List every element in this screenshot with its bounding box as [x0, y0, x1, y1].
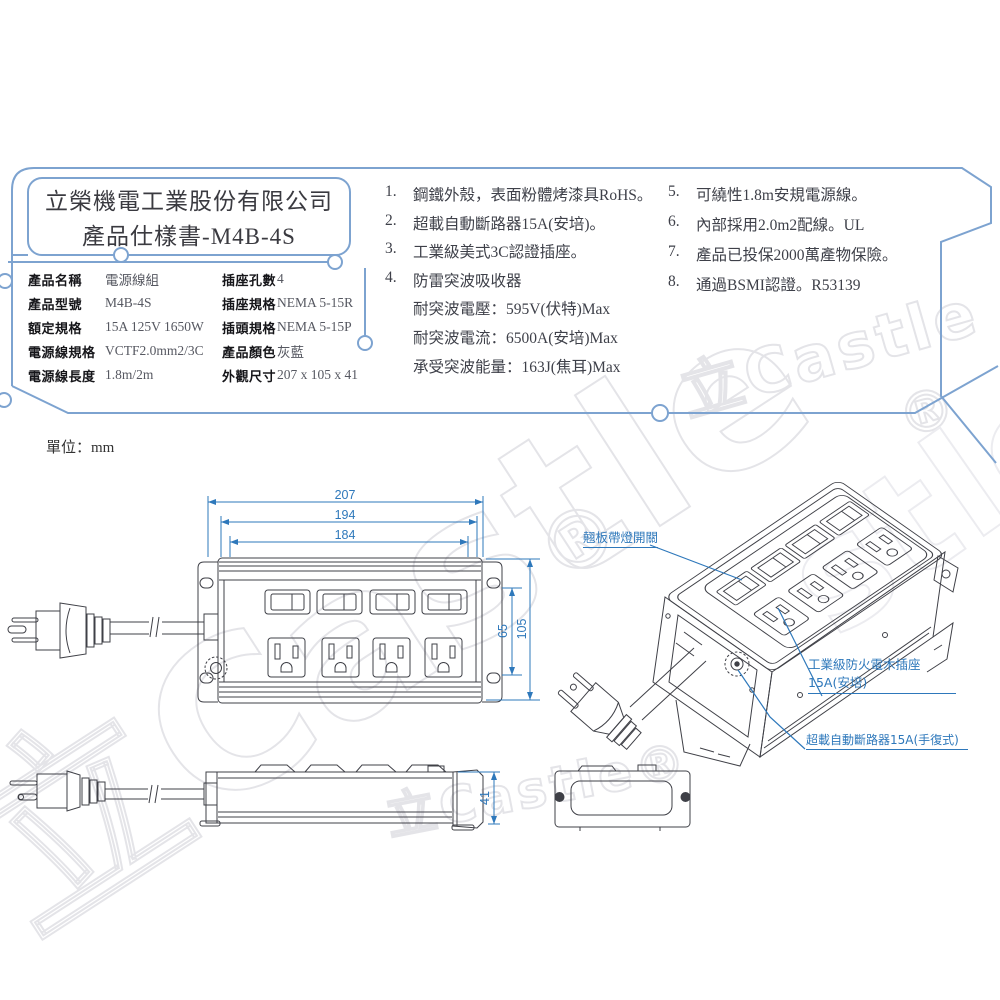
- side-view-dimension: [458, 771, 500, 825]
- outlets-front: [267, 637, 463, 678]
- feature-subitem: 耐突波電壓：595V(伏特)Max: [413, 301, 611, 319]
- features-list-left: 1.鋼鐵外殼，表面粉體烤漆具RoHS。 2.超載自動斷路器15A(安培)。 3.…: [385, 183, 670, 383]
- feature-item: 8.通過BSMI認證。R53139: [668, 273, 861, 294]
- spec-value: 1.8m/2m: [105, 367, 154, 382]
- feature-item: 2.超載自動斷路器15A(安培)。: [385, 211, 606, 233]
- spec-label: 電源線規格: [28, 345, 96, 361]
- spec-value: M4B-4S: [105, 295, 152, 310]
- spec-label: 插頭規格: [222, 321, 277, 337]
- feature-subitem: 耐突波電流：6500A(安培)Max: [413, 329, 618, 347]
- rocker-switches-front: [264, 589, 468, 615]
- spec-value: VCTF2.0mm2/3C: [105, 343, 204, 358]
- spec-label: 產品名稱: [28, 273, 83, 289]
- end-view-drawing: [554, 764, 691, 831]
- dim-label-41: 41: [478, 791, 492, 805]
- company-name: 立榮機電工業股份有限公司: [45, 189, 333, 214]
- front-view-drawing: [7, 557, 503, 704]
- spec-label: 產品型號: [28, 297, 83, 313]
- dim-label-184: 184: [335, 528, 356, 542]
- spec-value: 15A 125V 1650W: [105, 319, 204, 334]
- spec-value: NEMA 5-15P: [277, 319, 352, 334]
- callout-lines: [649, 544, 823, 750]
- feature-item: 4.防雷突波吸收器: [385, 268, 522, 290]
- dimension-labels-front: 207 194 184 65 105: [335, 488, 529, 639]
- feature-item: 3.工業級美式3C認證插座。: [385, 240, 587, 262]
- side-view-drawing: [9, 764, 484, 831]
- spec-value: 4: [277, 271, 284, 286]
- spec-value: 電源線組: [105, 273, 159, 288]
- svg-text:立Castle®: 立Castle®: [381, 731, 694, 847]
- plug-front: [7, 602, 219, 659]
- plug-side: [9, 770, 218, 812]
- front-view-dimensions: [207, 496, 540, 701]
- dim-label-194: 194: [335, 508, 356, 522]
- plug-isometric: [557, 672, 642, 751]
- spec-label: 插座規格: [222, 297, 277, 313]
- spec-table: 產品名稱 電源線組 插座孔數 4 產品型號 M4B-4S 插座規格 NEMA 5…: [28, 267, 380, 387]
- callout-outlet-label: 工業級防火電木插座 15A(安培): [808, 656, 956, 694]
- callout-breaker-label: 超載自動斷路器15A(手復式): [806, 731, 968, 750]
- units-label: 單位：mm: [46, 440, 115, 456]
- isometric-view-drawing: [557, 482, 959, 767]
- feature-item: 1.鋼鐵外殼，表面粉體烤漆具RoHS。: [385, 183, 653, 204]
- title-block: 立榮機電工業股份有限公司 產品仕樣書-M4B-4S: [28, 184, 350, 254]
- dim-label-105: 105: [515, 619, 529, 640]
- feature-item: 7.產品已投保2000萬產物保險。: [668, 243, 898, 264]
- feature-subitem: 承受突波能量：163J(焦耳)Max: [413, 358, 621, 376]
- spec-label: 插座孔數: [222, 273, 277, 289]
- spec-value: 207 x 105 x 41: [277, 367, 358, 382]
- doc-title: 產品仕樣書-M4B-4S: [82, 224, 296, 249]
- dim-label-65: 65: [496, 624, 510, 638]
- spec-value: 灰藍: [277, 345, 304, 360]
- features-list-right: 5.可繞性1.8m安規電源線。 6.內部採用2.0m2配線。UL 7.產品已投保…: [668, 183, 988, 303]
- spec-label: 產品顏色: [222, 345, 277, 361]
- dim-label-207: 207: [335, 488, 356, 502]
- page-frame: [0, 167, 999, 464]
- spec-label: 電源線長度: [28, 369, 96, 385]
- feature-item: 5.可繞性1.8m安規電源線。: [668, 183, 867, 204]
- spec-label: 外觀尺寸: [222, 369, 277, 385]
- spec-value: NEMA 5-15R: [277, 295, 354, 310]
- feature-item: 6.內部採用2.0m2配線。UL: [668, 213, 865, 234]
- spec-label: 額定規格: [28, 321, 83, 337]
- callout-switch-label: 翹板帶燈開關: [583, 527, 659, 548]
